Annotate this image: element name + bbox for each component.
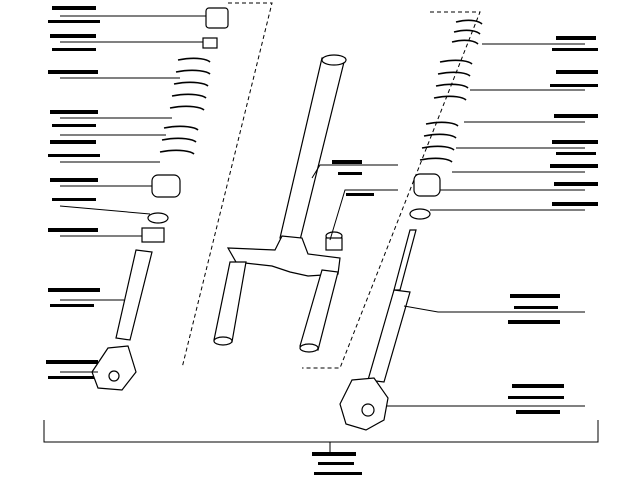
left-washer: [147, 212, 169, 224]
left-damper-bushing: [151, 174, 181, 198]
stem-top-nut: [321, 54, 347, 66]
clamp-left-tube-end: [213, 336, 233, 346]
left-oil-seal: [141, 227, 165, 243]
clamp-right-tube-end: [299, 343, 319, 353]
assembly-callout-label: [312, 452, 356, 456]
right-callouts: [386, 36, 598, 414]
center-callout-label-1: [332, 160, 362, 164]
right-fork-leg: [339, 19, 483, 431]
steering-stem-assembly: [181, 2, 481, 369]
stem-bearing-race: [325, 237, 343, 251]
center-leader-1: [311, 164, 398, 179]
center-callout-label-2: [338, 172, 362, 175]
right-damper-bushing: [413, 173, 441, 197]
center-leader-2: [329, 189, 398, 241]
left-lower-spring: [159, 125, 199, 155]
right-washer: [409, 208, 431, 220]
center-callout-label-3: [346, 193, 374, 196]
left-collar: [202, 37, 218, 49]
left-upper-spring: [169, 57, 211, 111]
assembly-callout-label-2: [318, 462, 354, 465]
right-leg-phantom-line: [302, 11, 481, 369]
clamp-left-tube: [213, 261, 247, 343]
left-slider-tube: [115, 249, 153, 341]
clamp-right-tube: [299, 269, 339, 351]
left-top-cap: [205, 7, 229, 29]
assembly-bracket: [43, 420, 599, 475]
left-axle-bracket: [91, 345, 137, 391]
right-upper-spring: [433, 59, 473, 101]
right-slider-tube: [367, 289, 411, 383]
lower-triple-clamp: [226, 235, 341, 277]
left-fork-leg: [91, 7, 229, 391]
assembly-bracket-line: [43, 420, 599, 443]
steering-stem-tube: [279, 57, 346, 241]
right-axle-hole: [361, 403, 375, 417]
assembly-callout-label-3: [314, 472, 362, 475]
left-leg-phantom-line: [181, 2, 273, 369]
left-callouts: [46, 6, 206, 379]
right-axle-bracket: [339, 377, 389, 431]
left-axle-hole: [108, 370, 120, 382]
right-top-spring: [451, 19, 483, 45]
right-damper-rod: [393, 229, 417, 291]
right-lower-spring: [419, 121, 459, 163]
